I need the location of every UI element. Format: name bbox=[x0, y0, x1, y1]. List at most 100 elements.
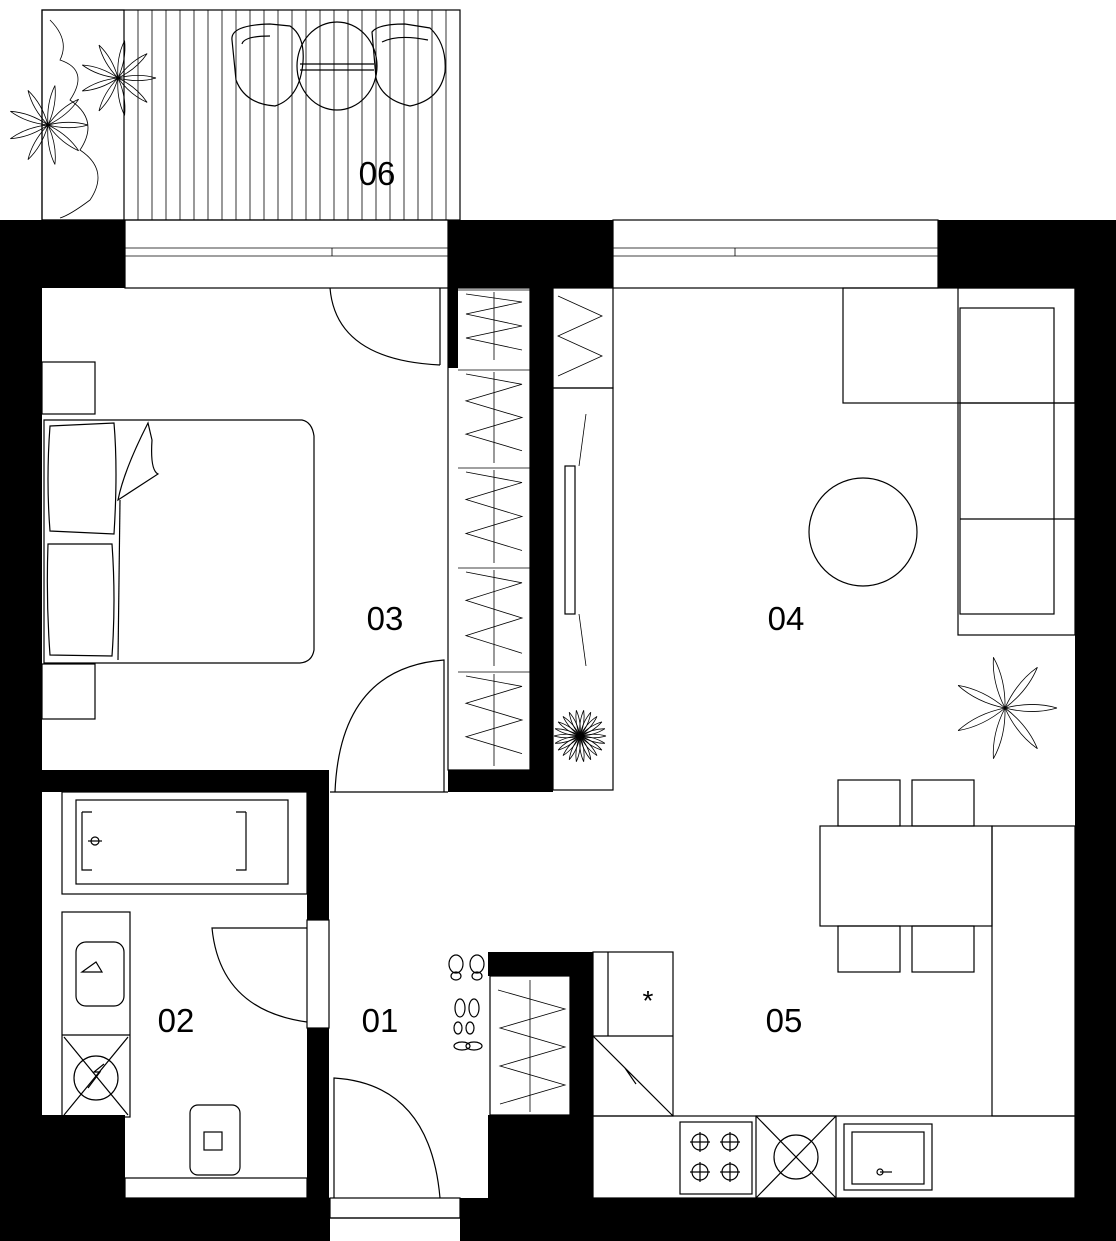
leaf bbox=[98, 44, 119, 79]
leaf bbox=[579, 735, 585, 762]
room-label-03: 03 bbox=[367, 600, 404, 637]
leaf bbox=[579, 712, 592, 737]
plant-icon bbox=[957, 657, 1058, 759]
leaf bbox=[575, 710, 581, 737]
leaf bbox=[82, 77, 119, 92]
living-room: 04 bbox=[552, 287, 1076, 791]
room-label-01: 01 bbox=[362, 1002, 399, 1039]
leaf bbox=[10, 124, 49, 140]
leaf bbox=[579, 716, 598, 737]
shoe-rack-lines bbox=[497, 989, 567, 1105]
leaf bbox=[27, 90, 49, 126]
room-label-06: 06 bbox=[359, 155, 396, 192]
walls bbox=[0, 220, 1116, 1241]
leaf bbox=[47, 124, 56, 165]
room-label-02: 02 bbox=[158, 1002, 195, 1039]
leaf bbox=[957, 707, 1006, 731]
leaf bbox=[117, 40, 126, 79]
leaf bbox=[47, 121, 89, 126]
hall: 01 bbox=[329, 954, 571, 1219]
leaf bbox=[957, 685, 1006, 709]
leaf bbox=[117, 77, 157, 81]
leaf bbox=[579, 728, 606, 737]
leaf bbox=[568, 712, 581, 737]
leaf bbox=[47, 124, 89, 129]
bathroom: 02 bbox=[61, 791, 330, 1199]
leaf bbox=[1004, 704, 1058, 709]
leaf bbox=[10, 110, 49, 126]
leaf bbox=[47, 124, 79, 151]
leaf bbox=[117, 77, 126, 116]
leaf bbox=[47, 98, 79, 126]
leaf bbox=[992, 707, 1006, 759]
leaf bbox=[562, 735, 581, 756]
leaf bbox=[579, 710, 585, 737]
leaf bbox=[10, 124, 49, 140]
leaf bbox=[1004, 667, 1038, 709]
leaf bbox=[82, 77, 119, 92]
leaf bbox=[579, 721, 603, 737]
leaf bbox=[98, 45, 119, 79]
leaf bbox=[117, 77, 148, 103]
kitchen: * 05 bbox=[592, 779, 1076, 1199]
leaf bbox=[117, 40, 125, 79]
leaf bbox=[992, 657, 1006, 709]
leaf bbox=[1004, 707, 1038, 750]
stove-burners-icon bbox=[690, 1132, 740, 1182]
bedroom: 03 bbox=[41, 287, 531, 793]
leaf bbox=[553, 735, 581, 739]
foliage-outline bbox=[49, 19, 99, 219]
leaf bbox=[1004, 666, 1038, 709]
wardrobe bbox=[458, 289, 530, 766]
room-label-05: 05 bbox=[766, 1002, 803, 1039]
leaf bbox=[117, 75, 157, 79]
leaf bbox=[958, 707, 1006, 731]
leaf bbox=[568, 735, 581, 760]
leaf bbox=[47, 85, 56, 126]
plant-icon bbox=[10, 19, 157, 219]
deck-boards bbox=[123, 10, 461, 220]
lounge-chairs bbox=[231, 21, 446, 111]
leaf bbox=[557, 735, 581, 751]
windows bbox=[124, 219, 939, 289]
leaf bbox=[579, 735, 592, 760]
leaf bbox=[579, 735, 598, 756]
leaf bbox=[554, 728, 581, 737]
leaf bbox=[117, 53, 148, 79]
balcony: 06 bbox=[41, 9, 461, 221]
leaf bbox=[98, 77, 119, 111]
leaf bbox=[47, 124, 79, 152]
leaf bbox=[117, 53, 148, 79]
leaf bbox=[1004, 707, 1058, 712]
plant-icon bbox=[553, 710, 607, 762]
leaf bbox=[117, 77, 148, 103]
fridge-symbol: * bbox=[643, 985, 654, 1016]
leaf bbox=[557, 721, 581, 737]
leaf bbox=[1004, 707, 1038, 749]
leaf bbox=[82, 64, 119, 79]
leaf bbox=[993, 707, 1006, 759]
leaf bbox=[958, 685, 1006, 709]
leaf bbox=[47, 99, 79, 126]
leaf bbox=[117, 77, 125, 116]
leaf bbox=[579, 735, 603, 751]
leaf bbox=[993, 657, 1006, 709]
leaf bbox=[10, 110, 49, 126]
leaf bbox=[47, 85, 56, 126]
leaf bbox=[562, 716, 581, 737]
media-shelf bbox=[557, 295, 603, 377]
leaf bbox=[82, 64, 119, 79]
shelf-lines bbox=[557, 295, 603, 377]
leaf bbox=[575, 735, 581, 762]
leaf bbox=[579, 728, 605, 737]
leaf bbox=[27, 124, 49, 160]
shoe-rack bbox=[497, 980, 567, 1112]
leaf bbox=[555, 735, 581, 744]
leaf bbox=[47, 124, 56, 165]
leaf bbox=[27, 124, 49, 160]
leaf bbox=[98, 77, 119, 112]
shoes-icon bbox=[448, 954, 485, 1051]
leaf bbox=[27, 90, 49, 126]
room-label-04: 04 bbox=[768, 600, 805, 637]
